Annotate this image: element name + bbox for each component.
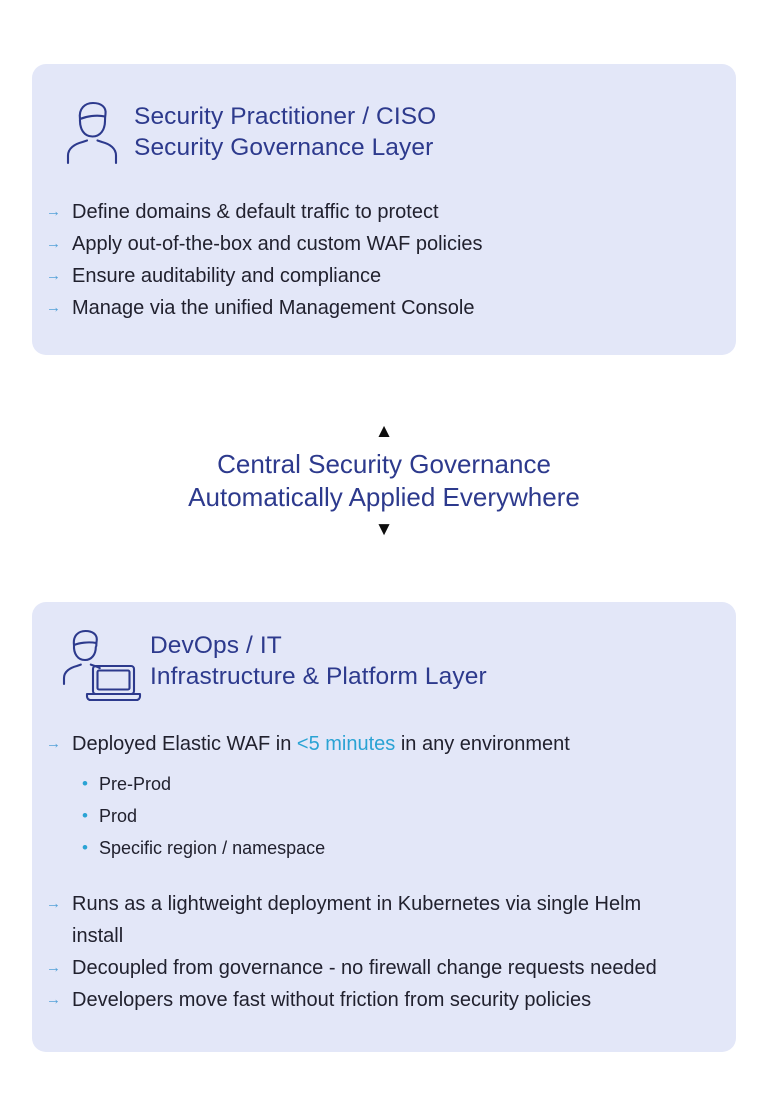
security-card-title-line1: Security Practitioner / CISO <box>134 103 437 130</box>
arrow-right-icon: → <box>46 991 61 1008</box>
deploy-text-highlight: <5 minutes <box>296 733 396 755</box>
devops-card-title: DevOps / IT Infrastructure & Platform La… <box>150 630 487 692</box>
triangle-up-icon: ▲ <box>374 421 394 442</box>
sub-bullet-item: • Pre-Prod <box>82 768 706 800</box>
bullet-item: → Apply out-of-the-box and custom WAF po… <box>44 228 706 260</box>
bullet-text: Decoupled from governance - no firewall … <box>72 957 657 979</box>
bullet-item: → Developers move fast without friction … <box>44 984 706 1016</box>
arrow-right-icon: → <box>46 895 61 912</box>
security-card-title: Security Practitioner / CISO Security Go… <box>134 101 436 163</box>
bullet-item: → Manage via the unified Management Cons… <box>44 292 706 324</box>
sub-bullet-item: • Prod <box>82 800 706 832</box>
arrow-right-icon: → <box>46 203 61 220</box>
devops-card-title-line2: Infrastructure & Platform Layer <box>150 663 487 690</box>
bullet-text: Apply out-of-the-box and custom WAF poli… <box>72 233 483 255</box>
person-laptop-icon <box>62 628 142 704</box>
devops-bullet-list-bottom: → Runs as a lightweight deployment in Ku… <box>32 888 736 1016</box>
bullet-text: Developers move fast without friction fr… <box>72 989 592 1011</box>
dot-icon: • <box>82 838 88 857</box>
connector-title-line1: Central Security Governance <box>217 449 551 479</box>
bullet-text: Ensure auditability and compliance <box>72 265 382 287</box>
arrow-right-icon: → <box>46 235 61 252</box>
arrow-right-icon: → <box>46 735 61 752</box>
arrow-right-icon: → <box>46 299 61 316</box>
environment-sublist: • Pre-Prod • Prod • Specific region / na… <box>32 768 736 864</box>
deploy-text-pre: Deployed Elastic WAF in <box>72 733 297 755</box>
security-governance-card: Security Practitioner / CISO Security Go… <box>32 64 736 355</box>
devops-bullet-list-top: → Deployed Elastic WAF in <5 minutes in … <box>32 728 736 760</box>
connector-title-line2: Automatically Applied Everywhere <box>188 482 580 512</box>
deploy-text-post: in any environment <box>395 733 570 755</box>
sub-bullet-item: • Specific region / namespace <box>82 832 706 864</box>
bullet-item: → Decoupled from governance - no firewal… <box>44 952 706 984</box>
sub-bullet-text: Specific region / namespace <box>99 838 326 858</box>
bullet-item: → Ensure auditability and compliance <box>44 260 706 292</box>
dot-icon: • <box>82 774 88 793</box>
sub-bullet-text: Prod <box>99 806 138 826</box>
bullet-text: Manage via the unified Management Consol… <box>72 297 475 319</box>
bullet-text: Runs as a lightweight deployment in Kube… <box>72 893 642 947</box>
bullet-text: Deployed Elastic WAF in <5 minutes in an… <box>72 728 570 760</box>
sub-bullet-text: Pre-Prod <box>99 774 172 794</box>
bullet-item: → Deployed Elastic WAF in <5 minutes in … <box>44 728 706 760</box>
security-card-header: Security Practitioner / CISO Security Go… <box>32 64 736 165</box>
security-card-title-line2: Security Governance Layer <box>134 134 434 161</box>
devops-card: DevOps / IT Infrastructure & Platform La… <box>32 602 736 1052</box>
person-icon <box>66 99 118 165</box>
dot-icon: • <box>82 806 88 825</box>
triangle-down-icon: ▼ <box>374 519 394 540</box>
bullet-text: Define domains & default traffic to prot… <box>72 201 439 223</box>
arrow-right-icon: → <box>46 959 61 976</box>
bullet-item: → Define domains & default traffic to pr… <box>44 196 706 228</box>
security-bullet-list: → Define domains & default traffic to pr… <box>32 196 736 324</box>
connector: ▲ Central Security Governance Automatica… <box>0 420 768 542</box>
bullet-item: → Runs as a lightweight deployment in Ku… <box>44 888 706 952</box>
devops-card-header: DevOps / IT Infrastructure & Platform La… <box>32 602 736 704</box>
connector-title: Central Security Governance Automaticall… <box>188 448 580 514</box>
devops-card-title-line1: DevOps / IT <box>150 632 282 659</box>
arrow-right-icon: → <box>46 267 61 284</box>
